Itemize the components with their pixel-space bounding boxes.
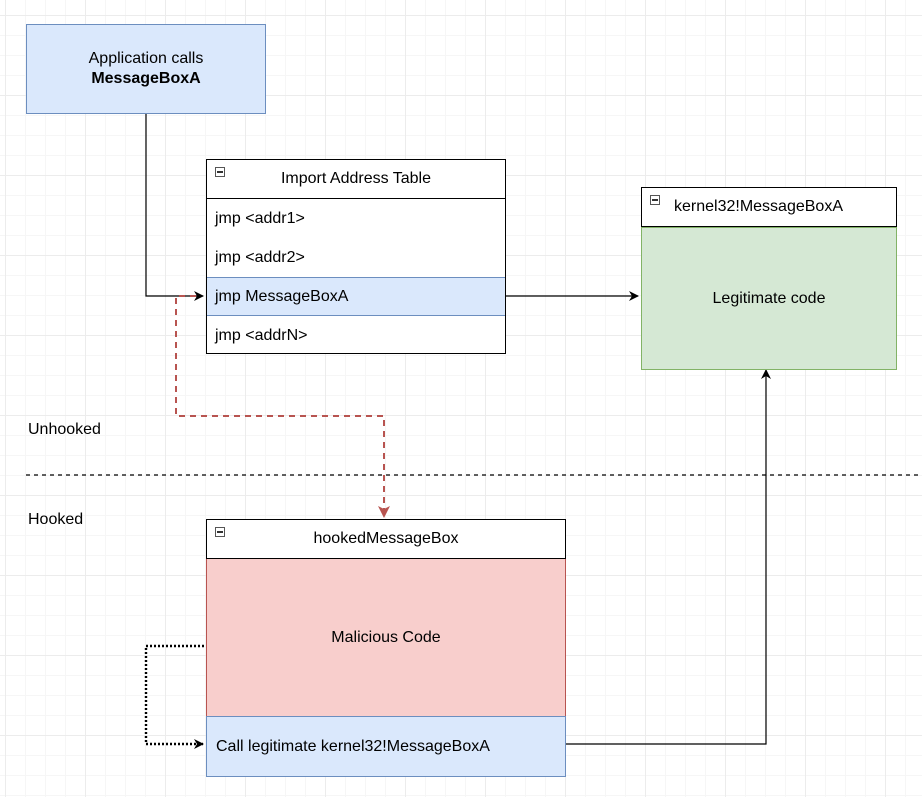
malicious-flow-arrow bbox=[144, 644, 204, 749]
iat-title: Import Address Table bbox=[280, 170, 431, 187]
iat-row-addr1: jmp <addr1> bbox=[215, 209, 305, 227]
application-box-line2: MessageBoxA bbox=[91, 70, 201, 87]
legitimate-code-label: Legitimate code bbox=[712, 289, 826, 307]
hooked-label: Hooked bbox=[28, 511, 84, 528]
unhooked-label: Unhooked bbox=[28, 421, 101, 438]
hook-redirect-arrow bbox=[175, 295, 390, 518]
malicious-code-label: Malicious Code bbox=[331, 628, 441, 646]
iat-row-addrn: jmp <addrN> bbox=[215, 326, 308, 344]
collapse-icon[interactable] bbox=[650, 195, 660, 205]
call-legitimate-label: Call legitimate kernel32!MessageBoxA bbox=[216, 737, 490, 755]
forward-to-legit-arrow bbox=[566, 369, 771, 745]
call-legitimate-row: Call legitimate kernel32!MessageBoxA bbox=[206, 716, 566, 777]
application-box-line1: Application calls bbox=[88, 50, 204, 67]
iat-row-messageboxa: jmp MessageBoxA bbox=[207, 277, 505, 316]
hooked-title: hookedMessageBox bbox=[313, 530, 459, 547]
kernel32-header: kernel32!MessageBoxA bbox=[642, 188, 896, 227]
malicious-code-block: Malicious Code bbox=[206, 559, 566, 716]
import-address-table: Import Address Table jmp <addr1> jmp <ad… bbox=[206, 159, 506, 354]
collapse-icon[interactable] bbox=[215, 167, 225, 177]
hooked-messagebox-box: hookedMessageBox Malicious Code Call leg… bbox=[206, 519, 566, 777]
call-arrow bbox=[145, 114, 204, 301]
iat-row-addr2: jmp <addr2> bbox=[215, 248, 305, 266]
legitimate-code-block: Legitimate code bbox=[641, 227, 897, 370]
collapse-icon[interactable] bbox=[215, 527, 225, 537]
kernel32-title: kernel32!MessageBoxA bbox=[674, 198, 843, 215]
application-box: Application calls MessageBoxA bbox=[26, 24, 266, 114]
iat-header: Import Address Table bbox=[207, 160, 505, 199]
hooked-header: hookedMessageBox bbox=[207, 520, 565, 559]
kernel32-messageboxa-box: kernel32!MessageBoxA Legitimate code bbox=[641, 187, 897, 370]
